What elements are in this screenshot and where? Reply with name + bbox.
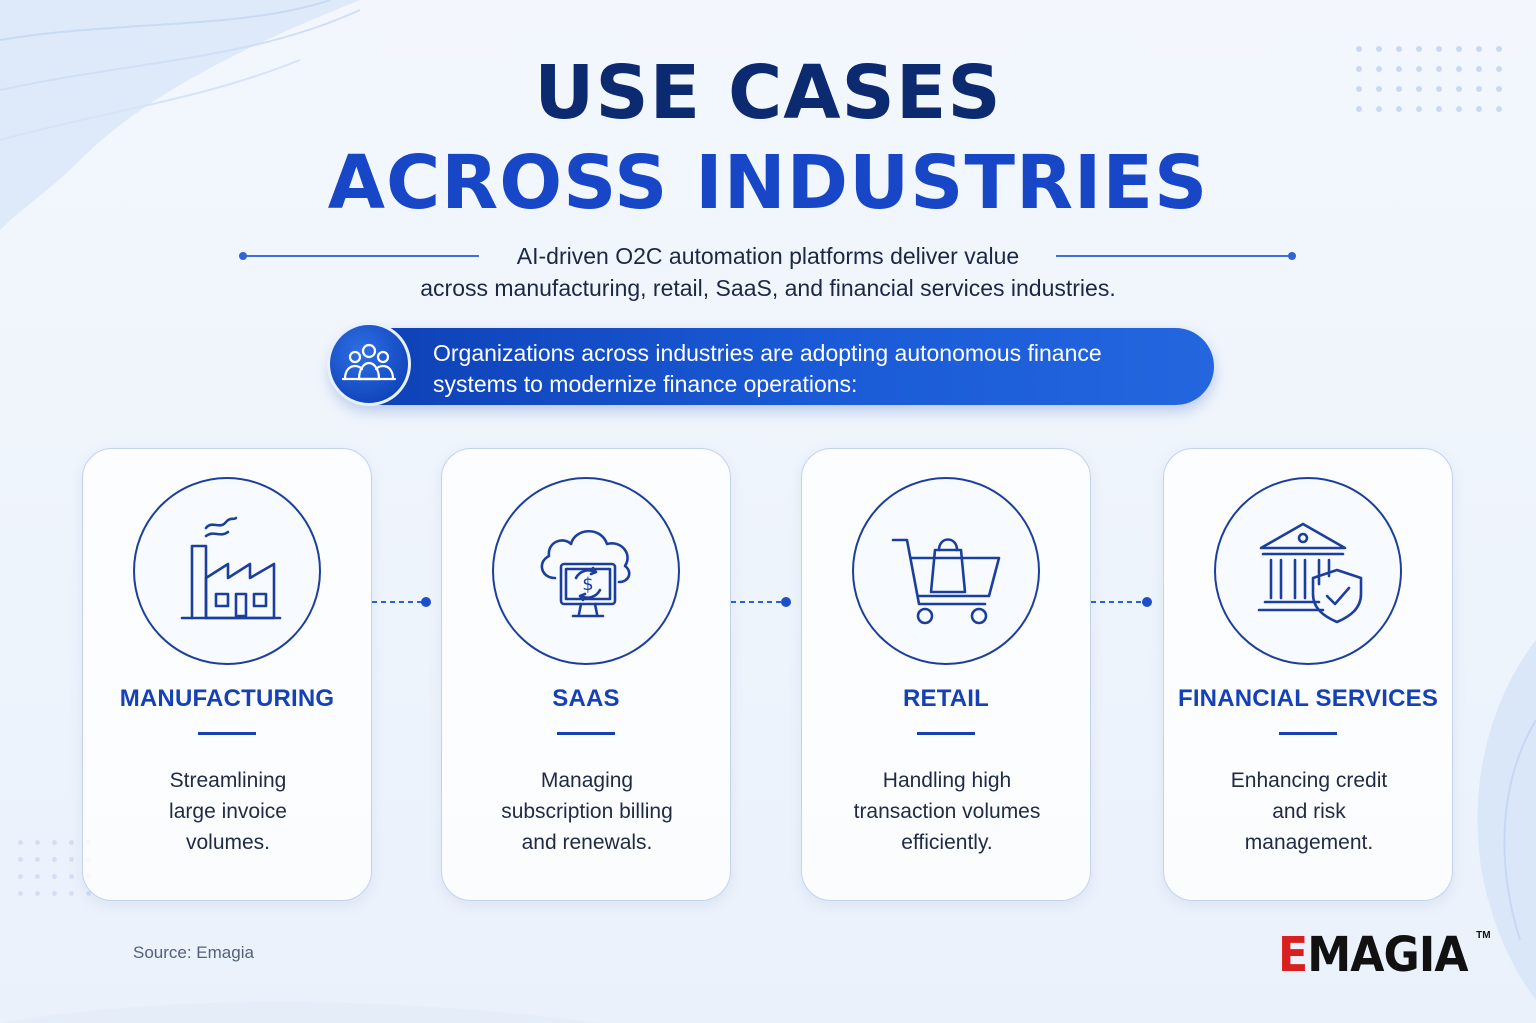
card-connector — [731, 597, 791, 607]
card-description: Streamlining large invoice volumes. — [103, 765, 353, 858]
subtitle: AI-driven O2C automation platforms deliv… — [0, 240, 1536, 304]
card-connector — [372, 597, 431, 607]
intro-banner — [330, 328, 1214, 405]
subtitle-divider-left — [239, 252, 479, 260]
card-title-underline — [917, 732, 975, 735]
people-group-icon — [327, 322, 411, 406]
bank-shield-icon — [1214, 477, 1402, 665]
card-title-underline — [198, 732, 256, 735]
shopping-cart-icon — [852, 477, 1040, 665]
logo-trademark: TM — [1476, 930, 1491, 941]
card-title: MANUFACTURING — [119, 685, 335, 712]
subtitle-line-1: AI-driven O2C automation platforms deliv… — [516, 243, 1020, 269]
card-description-line: Streamlining — [169, 769, 287, 792]
dot-pattern-bottom-left — [18, 840, 91, 896]
card-description-line: large invoice — [169, 800, 287, 823]
card-description-line: and risk — [1272, 800, 1346, 823]
page-title-line-1: USE CASES — [534, 50, 1002, 136]
emagia-logo: EMAGIA TM — [1278, 928, 1491, 982]
card-title-underline — [557, 732, 615, 735]
card-description-line: volumes. — [185, 831, 271, 854]
card-description-line: transaction volumes — [853, 800, 1041, 823]
card-financial-services: FINANCIAL SERVICES Enhancing credit and … — [1163, 448, 1453, 901]
card-description: Handling high transaction volumes effici… — [822, 765, 1072, 858]
card-description-line: Enhancing credit — [1230, 769, 1388, 792]
card-connector — [1091, 597, 1152, 607]
card-title: FINANCIAL SERVICES — [1177, 685, 1439, 712]
card-description-line: Managing — [540, 769, 634, 792]
card-description-line: management. — [1244, 831, 1374, 854]
banner-text-line-1: Organizations across industries are adop… — [433, 340, 1102, 366]
card-title: SAAS — [552, 685, 620, 712]
subtitle-divider-right — [1056, 252, 1296, 260]
svg-text:$: $ — [582, 574, 593, 595]
card-description-line: efficiently. — [901, 831, 993, 854]
page-title-line-2: ACROSS INDUSTRIES — [327, 140, 1209, 226]
banner-text: Organizations across industries are adop… — [433, 338, 1193, 400]
card-description-line: Handling high — [882, 769, 1012, 792]
banner-text-line-2: systems to modernize finance operations: — [433, 371, 858, 397]
card-description: Enhancing credit and risk management. — [1184, 765, 1434, 858]
card-description: Managing subscription billing and renewa… — [462, 765, 712, 858]
subtitle-line-2: across manufacturing, retail, SaaS, and … — [420, 275, 1116, 301]
card-retail: RETAIL Handling high transaction volumes… — [801, 448, 1091, 901]
logo-letter-e: E — [1278, 927, 1308, 983]
factory-icon — [133, 477, 321, 665]
source-note: Source: Emagia — [133, 943, 254, 962]
cloud-billing-icon: $ — [492, 477, 680, 665]
card-description-line: subscription billing — [501, 800, 673, 823]
card-title-underline — [1279, 732, 1337, 735]
card-description-line: and renewals. — [521, 831, 653, 854]
card-saas: $ SAAS Managing subscription billing and… — [441, 448, 731, 901]
logo-wordmark: EMAGIA — [1278, 927, 1469, 983]
logo-letters: MAGIA — [1307, 927, 1468, 983]
dot-pattern-top-right — [1356, 46, 1502, 112]
card-manufacturing: MANUFACTURING Streamlining large invoice… — [82, 448, 372, 901]
card-title: RETAIL — [902, 685, 990, 712]
